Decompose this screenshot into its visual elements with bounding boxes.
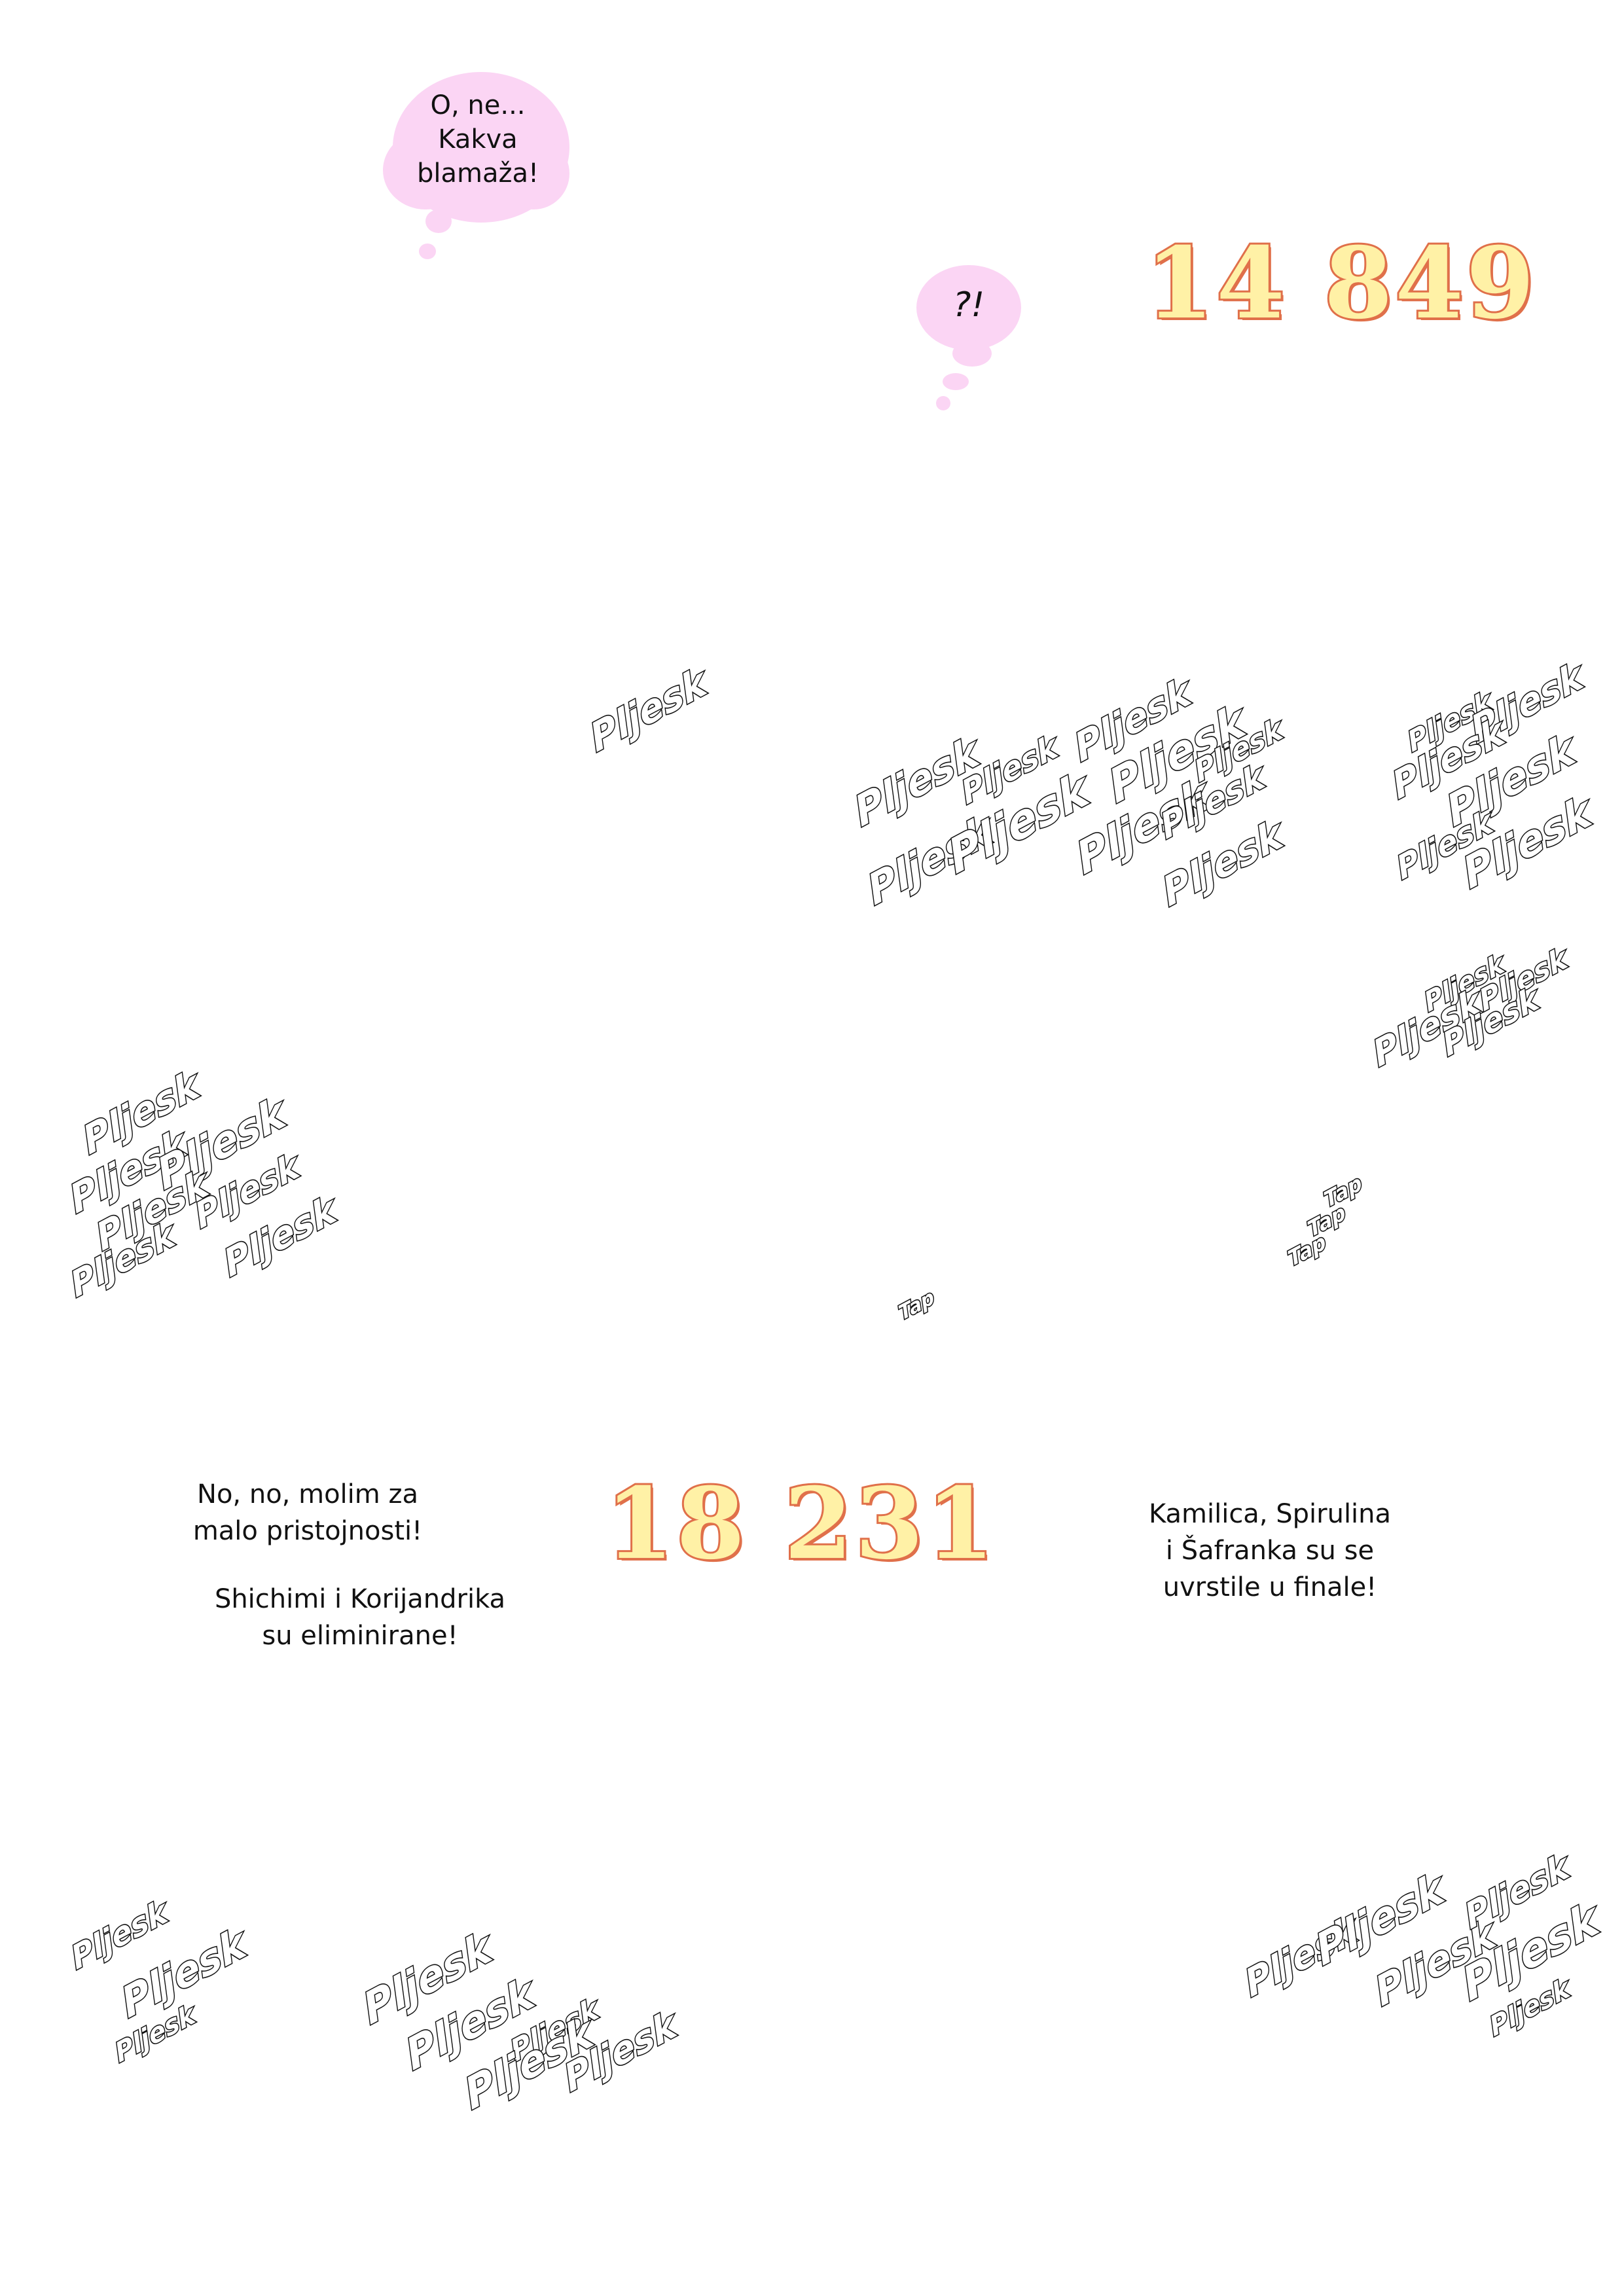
counter-top: 14 849 — [1144, 224, 1538, 343]
counter-bottom: 18 231 — [604, 1464, 998, 1583]
tap-sound-effect: Tap — [1284, 1227, 1330, 1273]
thought-exclamation: ?! — [952, 285, 985, 325]
caption-right-line-3: uvrstile u finale! — [1163, 1572, 1377, 1602]
caption-left-1-line-2: malo pristojnosti! — [192, 1516, 423, 1546]
caption-left-2-line-2: su eliminirane! — [262, 1621, 458, 1651]
tap-sound-effect: Tap — [895, 1284, 939, 1326]
caption-right-line-1: Kamilica, Spirulina — [1148, 1499, 1392, 1529]
clap-sound-effect: Pljesk — [584, 657, 712, 762]
thought-line-1: O, ne... — [430, 90, 526, 120]
thought-line-3: blamaža! — [416, 158, 539, 189]
thought-line-2: Kakva — [438, 124, 518, 154]
caption-right-line-2: i Šafranka su se — [1165, 1536, 1375, 1566]
caption-left-2-line-1: Shichimi i Korijandrika — [214, 1584, 506, 1614]
caption-left-1-line-1: No, no, molim za — [197, 1479, 418, 1509]
